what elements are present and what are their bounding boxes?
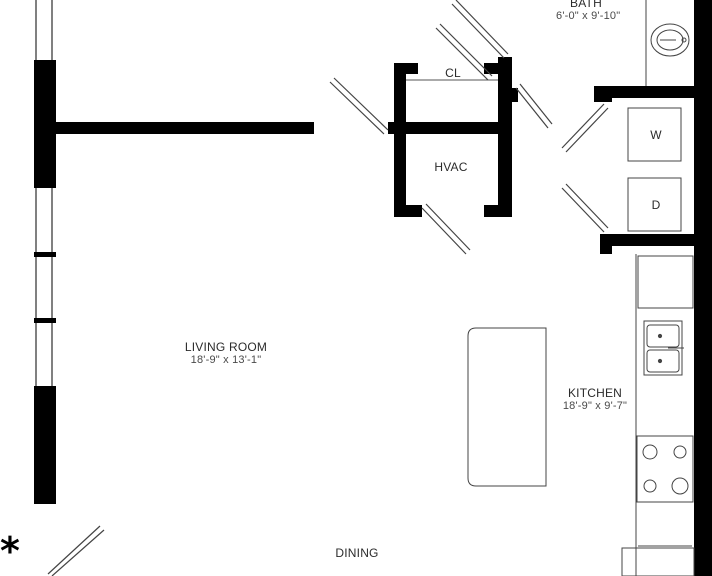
closet-label: CL [445,66,461,80]
dryer-label: D [651,198,661,212]
hvac-label: HVAC [434,160,468,174]
kitchen-label: KITCHEN 18'-9" x 9'-7" [550,386,640,412]
asterisk-marker: * [0,529,20,573]
bath-label: BATH 6'-0" x 9'-10" [556,0,621,22]
interior-partition-wall [56,122,314,134]
living-room-name: LIVING ROOM [184,340,268,354]
washer-dryer [627,107,682,232]
kitchen-dims: 18'-9" x 9'-7" [562,400,628,412]
living-room-dims: 18'-9" x 13'-1" [190,354,262,366]
kitchen-island [467,327,547,487]
bath-dims: 6'-0" x 9'-10" [556,10,621,22]
living-room-label: LIVING ROOM 18'-9" x 13'-1" [166,340,286,366]
left-exterior-wall [34,0,56,504]
kitchen-counter [621,254,695,576]
dining-label: DINING [335,546,379,560]
bath-fixtures [645,0,690,86]
laundry-walls [594,0,712,576]
washer-label: W [650,128,662,142]
kitchen-range [636,435,694,503]
washer [627,107,682,162]
dryer [627,177,682,232]
bath-name: BATH [570,0,602,10]
door-swings [47,0,609,576]
hvac-closet-walls [388,57,518,217]
kitchen-name: KITCHEN [567,386,623,400]
